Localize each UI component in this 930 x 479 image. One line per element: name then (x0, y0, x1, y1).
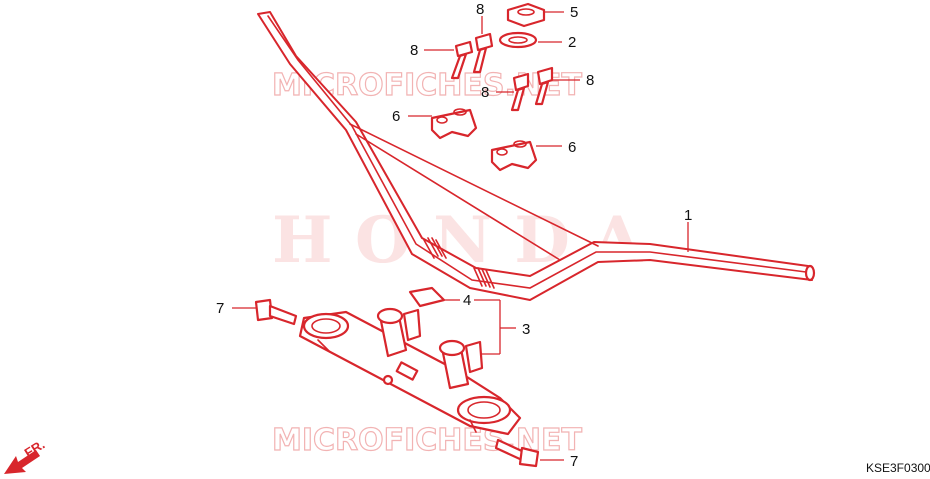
callout-7-bottom: 7 (570, 453, 578, 470)
upper-clamp-right (490, 140, 538, 172)
callout-6-left: 6 (392, 108, 400, 125)
bolt-8d (534, 66, 554, 106)
leader-lines (232, 11, 689, 461)
bolt-8a (450, 40, 474, 80)
callout-4: 4 (463, 292, 471, 309)
bolt-7b (494, 438, 540, 468)
callout-6-right: 6 (568, 139, 576, 156)
diagram-code: KSE3F0300 (866, 461, 930, 475)
callout-5: 5 (570, 4, 578, 21)
callout-8-mid: 8 (481, 84, 489, 101)
plate (408, 286, 446, 308)
callout-1: 1 (684, 207, 692, 224)
bolt-8c (510, 72, 530, 112)
callout-2: 2 (568, 34, 576, 51)
upper-clamp-left (430, 108, 478, 140)
washer (498, 31, 538, 49)
callout-3: 3 (522, 321, 530, 338)
nut (506, 2, 546, 28)
front-direction-label: FR. (22, 437, 48, 461)
bolt-8b (472, 32, 494, 74)
callout-8-right: 8 (586, 72, 594, 89)
callout-7-left: 7 (216, 300, 224, 317)
handlebar (257, 11, 816, 301)
callout-8-top: 8 (476, 1, 484, 18)
front-direction-arrow: FR. (4, 437, 47, 474)
callout-8-left: 8 (410, 42, 418, 59)
top-bridge (298, 307, 522, 436)
bolt-7a (254, 298, 298, 326)
